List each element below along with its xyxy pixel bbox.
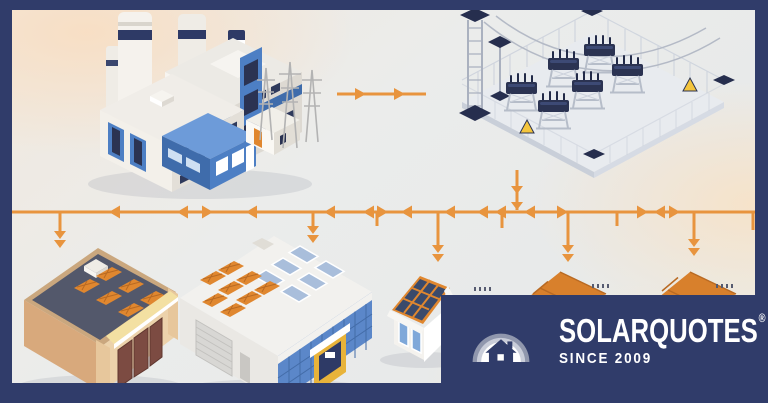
solarquotes-house-arch-icon	[472, 333, 530, 362]
commercial-building-illustration	[180, 236, 373, 402]
house-illustration	[387, 276, 456, 362]
solarquotes-logo: SOLARQUOTES® SINCE 2009	[441, 295, 765, 383]
flow-arrowheads-left	[109, 205, 665, 219]
transmission-pylons	[257, 61, 322, 149]
power-plant-illustration	[100, 12, 322, 192]
service-drop	[432, 212, 444, 262]
service-drop	[54, 212, 66, 248]
warning-triangle-icon	[519, 118, 535, 134]
house-solar-roof	[392, 276, 450, 324]
service-drop	[562, 212, 574, 262]
logo-tagline: SINCE 2009	[559, 350, 653, 367]
flow-arrowheads-right	[202, 205, 680, 219]
grid-distribution-line	[12, 170, 755, 262]
warning-triangle-icon	[682, 76, 698, 92]
transmission-flow-arrow	[337, 88, 426, 100]
logo-wordmark: SOLARQUOTES®	[559, 311, 766, 349]
substation-illustration	[459, 6, 735, 178]
shop-illustration	[24, 248, 178, 398]
service-drop	[307, 212, 319, 243]
service-drop	[688, 212, 700, 256]
registered-trademark-icon: ®	[758, 311, 766, 325]
